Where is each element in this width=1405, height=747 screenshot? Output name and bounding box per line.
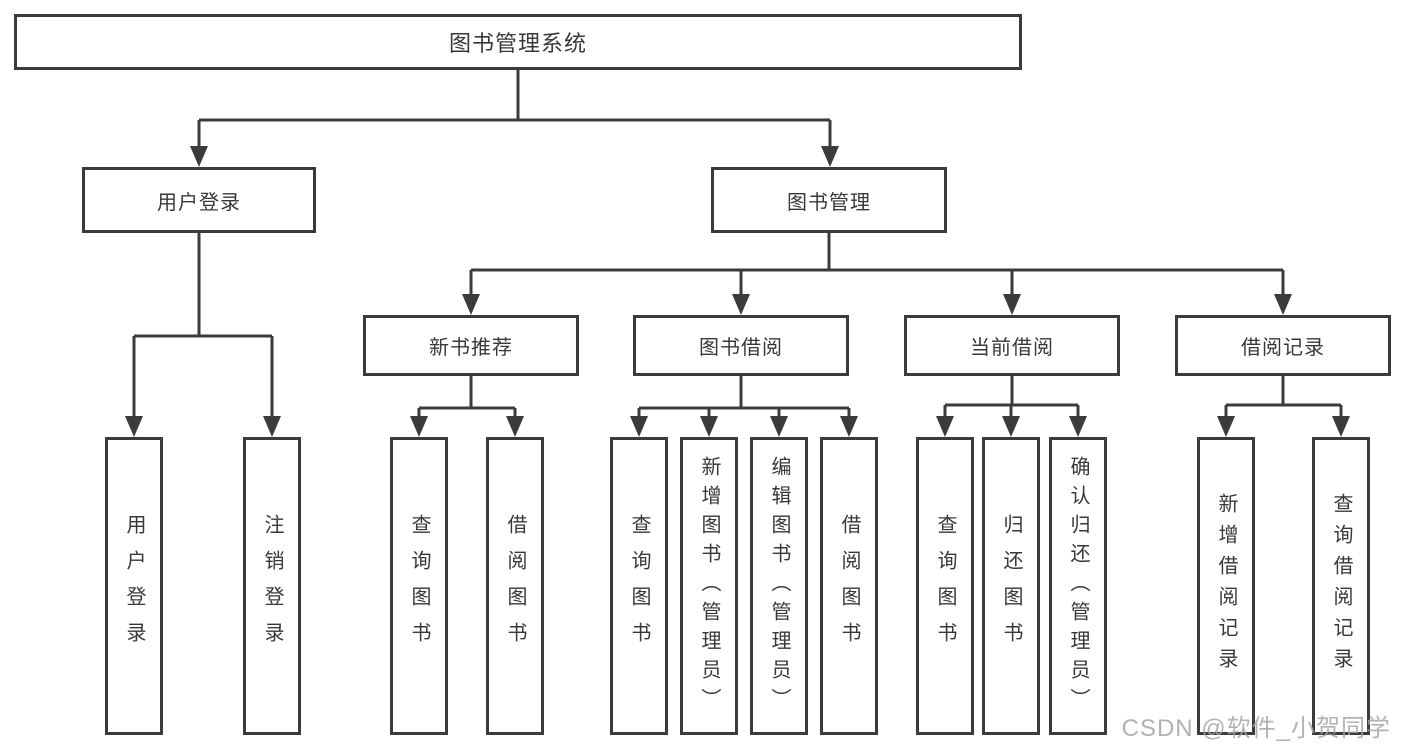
arrow-icon	[840, 416, 858, 437]
node-book-management-label: 图书管理	[787, 191, 871, 214]
connector-current-children	[943, 376, 1080, 420]
leaf-add-book-admin: 新增图书（管理员）	[680, 437, 738, 735]
leaf-borrow-book: 借阅图书	[820, 437, 878, 735]
node-borrow-records: 借阅记录	[1175, 315, 1391, 376]
leaf-query-borrow-record: 查询借阅记录	[1312, 437, 1370, 735]
leaf-borrow-book-label: 借阅图书	[838, 514, 860, 658]
leaf-add-borrow-record: 新增借阅记录	[1197, 437, 1255, 735]
leaf-return-book-label: 归还图书	[1000, 514, 1022, 658]
node-borrow-records-label: 借阅记录	[1241, 337, 1325, 359]
arrow-icon	[630, 416, 648, 437]
leaf-current-query-label: 查询图书	[934, 514, 956, 658]
leaf-query-borrow-record-label: 查询借阅记录	[1330, 493, 1352, 679]
connector-borrow-children	[637, 376, 851, 420]
arrow-icon	[506, 416, 524, 437]
node-new-book-recommend-label: 新书推荐	[429, 337, 513, 359]
leaf-newbook-query-label: 查询图书	[408, 514, 430, 658]
arrow-icon	[1069, 416, 1087, 437]
leaf-add-book-admin-label: 新增图书（管理员）	[698, 455, 720, 717]
leaf-newbook-query: 查询图书	[390, 437, 448, 735]
leaf-confirm-return-admin: 确认归还（管理员）	[1049, 437, 1107, 735]
arrow-icon	[1002, 416, 1020, 437]
node-book-borrow: 图书借阅	[633, 315, 849, 376]
arrow-icon	[1217, 416, 1235, 437]
leaf-newbook-borrow-label: 借阅图书	[504, 514, 526, 658]
node-book-borrow-label: 图书借阅	[699, 337, 783, 359]
connector-records-children	[1224, 376, 1343, 420]
leaf-return-book: 归还图书	[982, 437, 1040, 735]
arrow-icon	[190, 146, 208, 167]
arrow-icon	[263, 416, 281, 437]
leaf-borrow-query-label: 查询图书	[628, 514, 650, 658]
leaf-edit-book-admin-label: 编辑图书（管理员）	[768, 455, 790, 717]
leaf-borrow-query: 查询图书	[610, 437, 668, 735]
arrow-icon	[462, 294, 480, 315]
leaf-user-login: 用户登录	[105, 437, 163, 735]
node-user-login: 用户登录	[82, 167, 316, 233]
connector-userlogin-children	[132, 233, 274, 420]
leaf-user-login-label: 用户登录	[123, 514, 145, 658]
leaf-add-borrow-record-label: 新增借阅记录	[1215, 493, 1237, 679]
arrow-icon	[770, 416, 788, 437]
leaf-logout-label: 注销登录	[261, 514, 283, 658]
connector-root-to-level2	[197, 69, 832, 150]
node-book-management: 图书管理	[711, 167, 947, 233]
arrow-icon	[700, 416, 718, 437]
node-root-label: 图书管理系统	[448, 31, 587, 56]
node-root: 图书管理系统	[14, 14, 1022, 70]
leaf-newbook-borrow: 借阅图书	[486, 437, 544, 735]
arrow-icon	[1274, 294, 1292, 315]
arrow-icon	[410, 416, 428, 437]
arrow-icon	[125, 416, 143, 437]
leaf-logout: 注销登录	[243, 437, 301, 735]
connector-newbooks-children	[417, 376, 517, 420]
node-current-borrow: 当前借阅	[904, 315, 1120, 376]
node-current-borrow-label: 当前借阅	[970, 337, 1054, 359]
arrow-icon	[1003, 294, 1021, 315]
arrow-icon	[732, 294, 750, 315]
arrow-icon	[821, 146, 839, 167]
leaf-edit-book-admin: 编辑图书（管理员）	[750, 437, 808, 735]
arrow-icon	[936, 416, 954, 437]
leaf-confirm-return-admin-label: 确认归还（管理员）	[1067, 455, 1089, 717]
node-new-book-recommend: 新书推荐	[363, 315, 579, 376]
connector-bookmgmt-level3	[469, 233, 1285, 298]
leaf-current-query: 查询图书	[916, 437, 974, 735]
arrow-icon	[1332, 416, 1350, 437]
csdn-watermark: CSDN @软件_小贺同学	[1121, 715, 1391, 742]
node-user-login-label: 用户登录	[157, 191, 241, 214]
